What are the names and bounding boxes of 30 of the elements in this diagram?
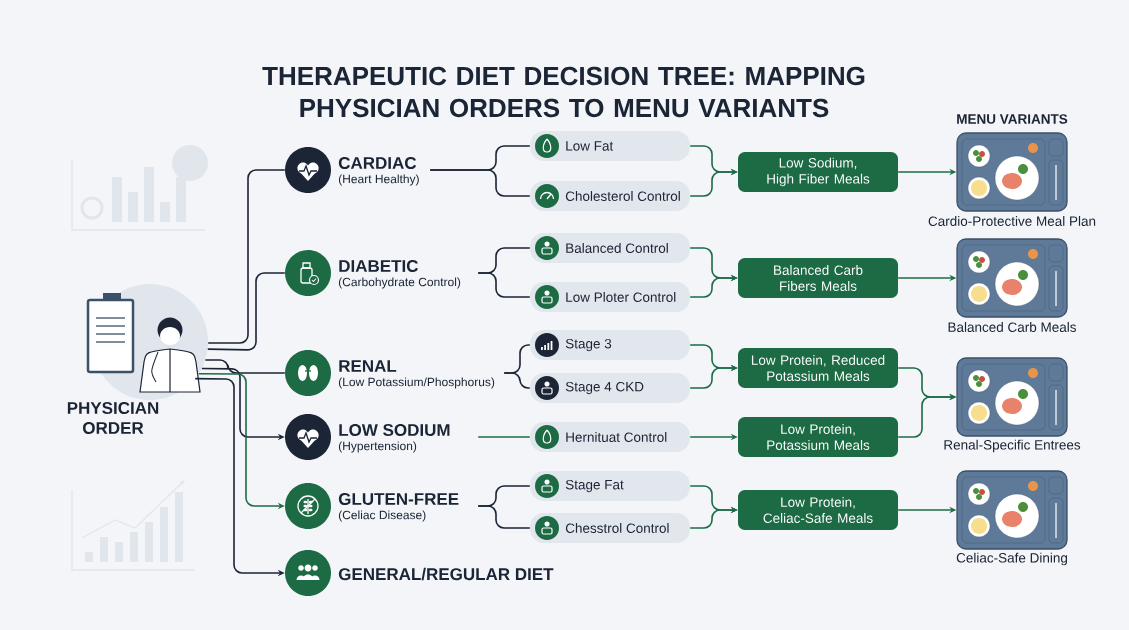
tray-caption: Celiac-Safe Dining: [956, 552, 1067, 566]
meal-box: Low Sodium, High Fiber Meals: [738, 152, 898, 192]
meal-box: Balanced Carb Fibers Meals: [738, 258, 898, 298]
tray-caption: Balanced Carb Meals: [948, 322, 1076, 332]
category-title: CARDIAC: [338, 157, 417, 170]
connector-line: [206, 272, 286, 351]
node-label: PHYSICIAN ORDER: [67, 402, 159, 435]
category-subtitle: (Celiac Disease): [338, 510, 426, 522]
connector-line: [477, 436, 531, 438]
category-title: LOW SODIUM: [339, 424, 450, 437]
category-title: RENAL: [339, 360, 397, 372]
connector-line: [204, 359, 286, 374]
meal-box: Low Protein, Potassium Meals: [738, 417, 898, 457]
category-subtitle: (Low Potassium/Phosphorus): [338, 377, 495, 389]
tray-caption: Cardio-Protective Meal Plan: [928, 216, 1096, 226]
category-title: GLUTEN-FREE: [338, 493, 459, 506]
category-title: GENERAL/REGULAR DIET: [338, 567, 554, 581]
connector-line: [429, 169, 531, 197]
category-subtitle: (Heart Healthy): [338, 174, 419, 186]
connector-line: [477, 505, 531, 529]
connector-line: [477, 272, 531, 298]
title: THERAPEUTIC DIET DECISION TREE: MAPPING PHYSICIAN ORDERS TO MENU VARIANTS: [262, 66, 865, 118]
connector-line: [503, 372, 531, 389]
meal-box: Low Protein, Celiac-Safe Meals: [738, 490, 898, 530]
connector-line: [207, 169, 286, 344]
category-title: DIABETIC: [339, 260, 418, 273]
category-subtitle: (Carbohydrate Control): [338, 277, 461, 289]
tray-caption: Renal-Specific Entrees: [944, 439, 1081, 453]
category-subtitle: (Hypertension): [338, 441, 417, 453]
meal-box: Low Protein, Reduced Potassium Meals: [738, 348, 898, 388]
